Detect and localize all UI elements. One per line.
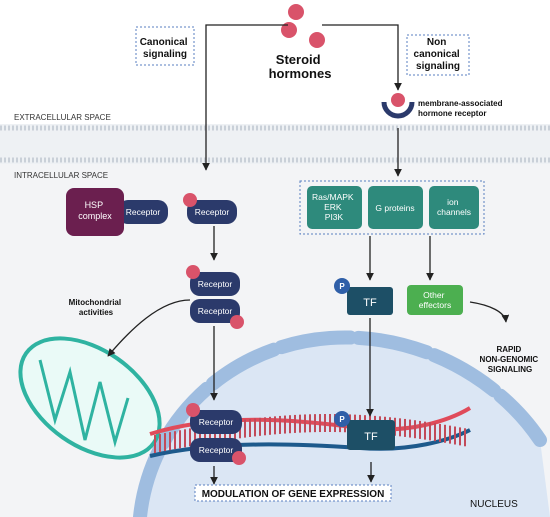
svg-text:Receptor: Receptor bbox=[198, 279, 233, 289]
svg-text:TF: TF bbox=[364, 431, 378, 443]
mitochondrion bbox=[18, 336, 162, 460]
intracellular-label: INTRACELLULAR SPACE bbox=[14, 171, 108, 180]
modulation-box: MODULATION OF GENE EXPRESSION bbox=[194, 484, 392, 502]
rapid-signaling-label: RAPID NON-GENOMIC SIGNALING bbox=[480, 345, 541, 374]
hsp-receptor-complex: HSP complex Receptor bbox=[66, 188, 168, 236]
svg-text:ion channels: ion channels bbox=[437, 197, 471, 217]
svg-text:Non canonical sign: Non canonical signaling bbox=[414, 37, 463, 72]
other-effectors: Other effectors bbox=[407, 285, 463, 315]
svg-text:Receptor: Receptor bbox=[199, 417, 234, 427]
effector-arrows bbox=[366, 236, 510, 323]
kinase-group: Ras/MAPK ERK PI3K G proteins ion channel… bbox=[299, 180, 485, 235]
membrane-receptor-label: membrane-associated hormone receptor bbox=[418, 99, 505, 118]
svg-text:Receptor: Receptor bbox=[126, 207, 161, 217]
ligand-bound-receptor: Receptor bbox=[183, 193, 237, 224]
svg-text:G proteins: G proteins bbox=[375, 203, 414, 213]
arrow-to-mitochondria bbox=[107, 299, 191, 357]
nuclear-tf: P TF bbox=[334, 411, 395, 450]
steroid-hormones-label: Steroid hormones bbox=[269, 52, 332, 81]
svg-text:Receptor: Receptor bbox=[199, 445, 234, 455]
svg-text:TF: TF bbox=[363, 297, 377, 309]
extracellular-label: EXTRACELLULAR SPACE bbox=[14, 113, 111, 122]
nucleus-label: NUCLEUS bbox=[470, 499, 518, 510]
svg-text:Canonical signaling: Canonical signaling bbox=[140, 37, 191, 60]
svg-text:HSP complex: HSP complex bbox=[78, 200, 112, 221]
mitochondrial-activities-label: Mitochondrial activities bbox=[69, 298, 124, 317]
receptor-dimer: Receptor Receptor bbox=[186, 265, 244, 329]
svg-text:Ras/MAPK ERK PI3K: Ras/MAPK ERK PI3K bbox=[312, 192, 356, 222]
steroid-hormones-cluster bbox=[281, 4, 325, 48]
canonical-signaling-box: Canonical signaling bbox=[135, 26, 195, 66]
svg-text:P: P bbox=[339, 282, 345, 291]
membrane-receptor bbox=[381, 93, 415, 119]
svg-text:Receptor: Receptor bbox=[198, 306, 233, 316]
plasma-membrane bbox=[0, 124, 550, 164]
non-canonical-signaling-box: Non canonical signaling bbox=[406, 34, 470, 76]
svg-text:Other effectors: Other effectors bbox=[419, 290, 451, 310]
dna-bound-receptor-dimer: Receptor Receptor bbox=[186, 403, 246, 465]
svg-text:P: P bbox=[339, 415, 345, 424]
cytoplasmic-tf: P TF bbox=[334, 278, 393, 315]
svg-text:MODULATION OF GENE EXPRESSION: MODULATION OF GENE EXPRESSION bbox=[202, 489, 385, 500]
svg-text:Receptor: Receptor bbox=[195, 207, 230, 217]
top-arrows bbox=[202, 24, 402, 177]
